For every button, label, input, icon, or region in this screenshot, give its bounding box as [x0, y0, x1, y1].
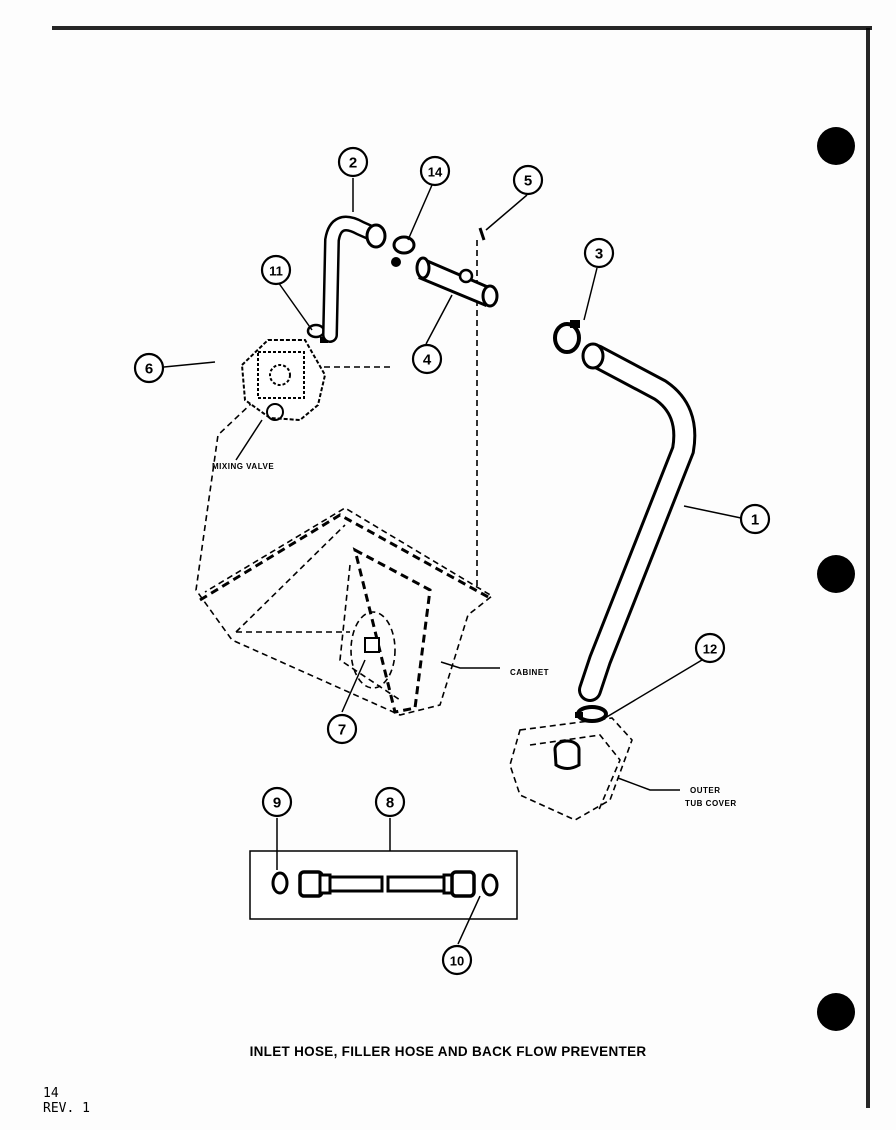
scan-edge-top [52, 26, 872, 30]
label-outer-line1: OUTER [690, 786, 721, 795]
label-mixing-valve: MIXING VALVE [212, 462, 274, 471]
part-1-inlet-hose [578, 342, 697, 702]
callout-12: 12 [694, 632, 726, 664]
callout-3-number: 3 [595, 246, 603, 263]
callout-12-number: 12 [703, 642, 717, 657]
leader-lines [163, 178, 742, 945]
mixing-valve [240, 339, 327, 422]
callout-4-number: 4 [423, 352, 432, 369]
label-cabinet: CABINET [510, 668, 549, 677]
outer-tub-cover [509, 717, 633, 821]
part-8-inlet-hose-kit [249, 850, 518, 920]
part-3-clamp [553, 320, 581, 354]
binder-hole-middle [817, 555, 855, 593]
callout-8: 8 [374, 786, 406, 818]
binder-hole-top [817, 127, 855, 165]
callout-1: 1 [739, 503, 771, 535]
callout-6-number: 6 [145, 361, 153, 378]
callout-8-number: 8 [386, 795, 394, 812]
diagram-caption: INLET HOSE, FILLER HOSE AND BACK FLOW PR… [249, 1044, 647, 1059]
callout-11-number: 11 [269, 264, 283, 279]
callout-2: 2 [337, 146, 369, 178]
callout-9: 9 [261, 786, 293, 818]
callout-10-number: 10 [450, 954, 464, 969]
part-5-screw [478, 227, 486, 241]
revision-label: REV. 1 [43, 1101, 90, 1116]
callout-11: 11 [260, 254, 292, 286]
callout-7: 7 [326, 713, 358, 745]
binder-hole-bottom [817, 993, 855, 1031]
callout-14: 14 [419, 155, 451, 187]
cabinet-outline [195, 366, 494, 716]
part-14-clamp [391, 235, 416, 267]
scan-edge-right [866, 28, 870, 1108]
part-2-filler-hose [322, 215, 387, 343]
callout-6: 6 [133, 352, 165, 384]
callout-5: 5 [512, 164, 544, 196]
part-4-back-flow-preventer [415, 256, 499, 308]
callout-1-number: 1 [751, 512, 759, 529]
callout-4: 4 [411, 343, 443, 375]
callout-5-number: 5 [524, 173, 532, 190]
callout-3: 3 [583, 237, 615, 269]
callout-9-number: 9 [273, 795, 281, 812]
callout-2-number: 2 [349, 155, 357, 172]
callout-7-number: 7 [338, 722, 346, 739]
callout-10: 10 [441, 944, 473, 976]
callout-14-number: 14 [428, 165, 443, 180]
label-outer-line2: TUB COVER [685, 799, 737, 808]
page-number: 14 [43, 1086, 59, 1101]
